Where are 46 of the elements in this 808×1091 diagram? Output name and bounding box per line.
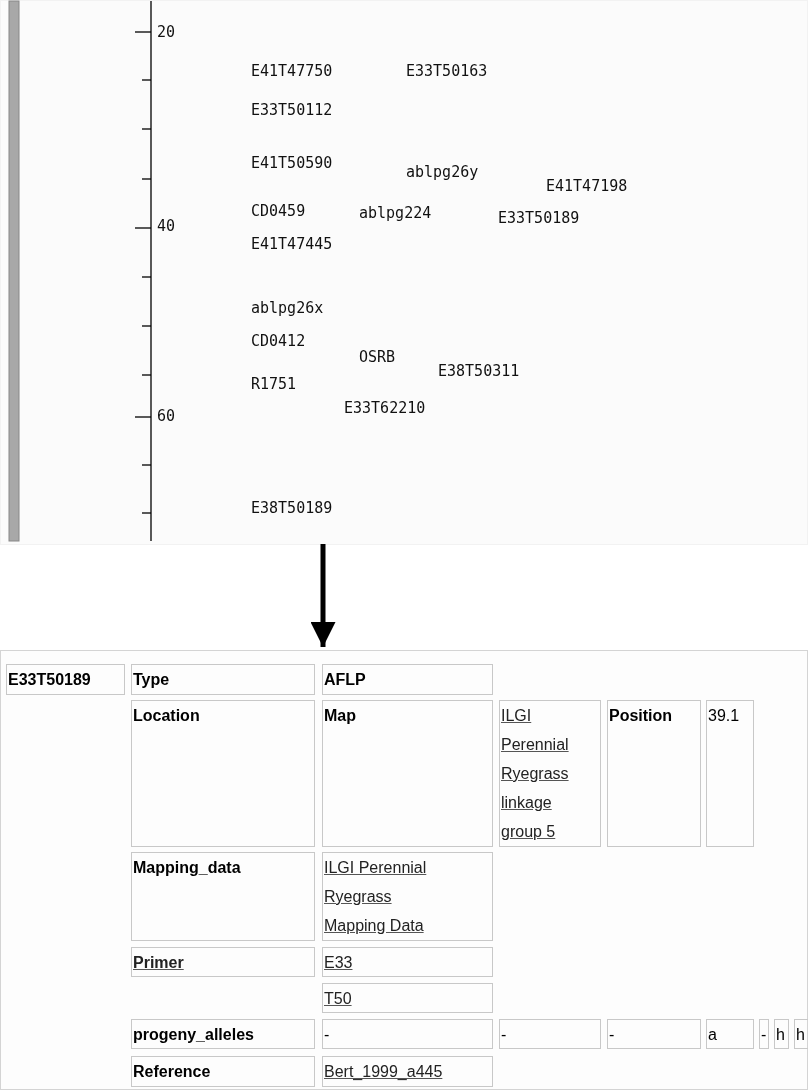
marker-label: ablpg26y (406, 163, 479, 181)
value-cell: h (774, 1019, 789, 1049)
marker-label: ablpg26x (251, 299, 324, 317)
link: ILGI Perennial Ryegrass Mapping Data (324, 859, 427, 934)
value-cell: - (607, 1019, 701, 1049)
value-cell: 39.1 (706, 700, 754, 847)
marker-label: E41T47445 (251, 235, 333, 253)
value-cell: - (499, 1019, 601, 1049)
axis-tick-label: 40 (157, 217, 176, 235)
axis-tick-label: 60 (157, 407, 176, 425)
marker-label: E33T50163 (406, 62, 488, 80)
marker-label: E33T50112 (251, 101, 333, 119)
marker-label: ablpg224 (359, 204, 432, 222)
link: T50 (324, 990, 352, 1007)
marker-label: CD0459 (251, 202, 306, 220)
value-cell: - (322, 1019, 493, 1049)
marker-label: OSRB (359, 348, 396, 366)
marker-label: E41T50590 (251, 154, 333, 172)
arrow (310, 544, 336, 647)
header-cell: progeny_alleles (131, 1019, 315, 1049)
header-cell: Location (131, 700, 315, 847)
marker-label: E41T47750 (251, 62, 333, 80)
value-cell: h (794, 1019, 808, 1049)
marker-label: E38T50311 (438, 362, 520, 380)
header-cell: Mapping_data (131, 852, 315, 941)
header-cell: Map (322, 700, 493, 847)
marker-details-table (0, 650, 808, 1090)
genetic-map-panel (0, 0, 808, 545)
link: E33 (324, 954, 353, 971)
marker-label: E41T47198 (546, 177, 628, 195)
header-cell: E33T50189 (6, 664, 125, 695)
marker-label: E33T50189 (498, 209, 580, 227)
marker-label: CD0412 (251, 332, 306, 350)
link: ILGI Perennial Ryegrass linkage group 5 (501, 707, 569, 840)
header-cell: Position (607, 700, 701, 847)
link: Primer (133, 954, 184, 971)
value-cell: a (706, 1019, 754, 1049)
marker-label: E33T62210 (344, 399, 426, 417)
link: Bert_1999_a445 (324, 1063, 443, 1080)
axis-tick-label: 20 (157, 23, 176, 41)
header-cell: Type (131, 664, 315, 695)
value-cell: - (759, 1019, 769, 1049)
marker-label: E38T50189 (251, 499, 333, 517)
header-cell: AFLP (322, 664, 493, 695)
marker-label: R1751 (251, 375, 297, 393)
header-cell: Reference (131, 1056, 315, 1087)
